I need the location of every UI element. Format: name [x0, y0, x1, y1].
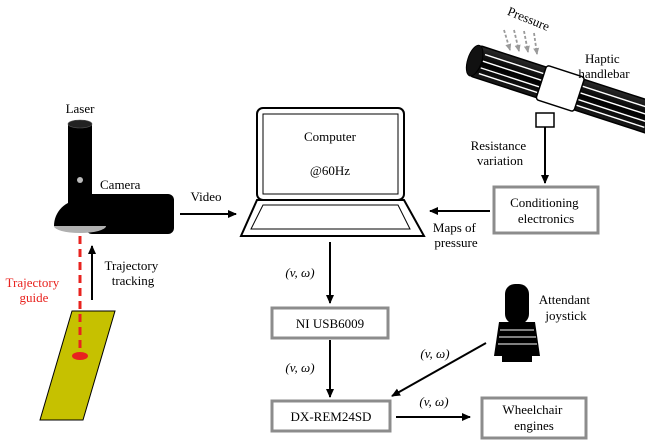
- ni-usb6009-label: NI USB6009: [296, 316, 364, 331]
- vw-ni-label: (v, ω): [285, 360, 314, 375]
- dx-rem24sd-box: [270, 399, 392, 433]
- camera-dome: [54, 200, 106, 226]
- attendant-joystick: [494, 284, 540, 362]
- pressure-arrows: [503, 29, 540, 55]
- dx-rem24sd-label: DX-REM24SD: [291, 409, 372, 424]
- rate-label: @60Hz: [310, 163, 350, 178]
- vw-dx-label: (v, ω): [419, 394, 448, 409]
- laptop-keyboard: [250, 204, 411, 230]
- haptic-handlebar: [465, 44, 645, 135]
- joystick-stick: [505, 284, 529, 324]
- trajectory-guide-label: Trajectory guide: [6, 275, 63, 305]
- joystick-to-dx-arrow: [391, 342, 487, 397]
- haptic-handlebar-label: Haptic handlebar: [578, 51, 630, 81]
- camera-lens: [54, 226, 106, 233]
- handlebar-sleeve: [535, 65, 585, 112]
- camera-label: Camera: [100, 177, 141, 192]
- handlebar-post: [535, 112, 555, 128]
- attendant-joystick-label: Attendant joystick: [539, 292, 594, 323]
- conditioning-electronics-box: [492, 185, 600, 235]
- ni-usb6009-box: [270, 306, 390, 340]
- pressure-label: Pressure: [505, 3, 552, 33]
- laser-spot: [72, 352, 88, 360]
- vw-computer-label: (v, ω): [285, 265, 314, 280]
- vw-joystick-label: (v, ω): [420, 346, 449, 361]
- maps-of-pressure-label: Maps of pressure: [433, 220, 479, 250]
- computer-label: Computer: [304, 129, 357, 144]
- video-label: Video: [191, 189, 222, 204]
- wheelchair-engines-box: [480, 396, 588, 440]
- laser-label: Laser: [66, 101, 96, 116]
- laptop-screen: [262, 113, 399, 195]
- laser-indicator-dot: [77, 177, 83, 183]
- conditioning-electronics-label: Conditioning electronics: [510, 195, 582, 226]
- resistance-variation-label: Resistance variation: [471, 138, 530, 168]
- trajectory-track: [39, 310, 116, 421]
- camera-laser-assembly: [54, 119, 174, 234]
- laptop: [239, 107, 426, 237]
- joystick-base: [494, 322, 540, 356]
- wheelchair-engines-label: Wheelchair engines: [502, 402, 565, 433]
- trajectory-tracking-label: Trajectory tracking: [105, 258, 162, 288]
- camera-body: [86, 194, 174, 234]
- laser-top: [67, 119, 93, 129]
